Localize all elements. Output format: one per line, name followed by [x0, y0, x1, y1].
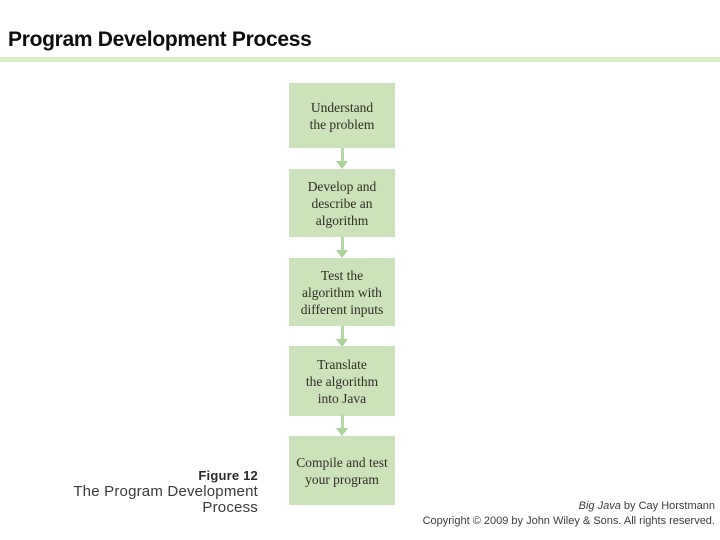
- figure-title: The Program Development Process: [73, 483, 258, 516]
- arrow-down-icon: [336, 415, 349, 436]
- book-title: Big Java: [578, 500, 621, 512]
- arrow-head: [336, 250, 348, 258]
- figure-number-label: Figure 12: [198, 468, 258, 483]
- credit-byline: Big Java by Cay Horstmann: [423, 499, 715, 514]
- title-accent-rule: [0, 57, 720, 62]
- flow-box-compile-test: Compile and test your program: [289, 436, 395, 505]
- arrow-down-icon: [336, 326, 349, 347]
- copyright-line: Copyright © 2009 by John Wiley & Sons. A…: [422, 514, 715, 527]
- page-title: Program Development Process: [8, 28, 312, 51]
- flow-box-translate-java: Translate the algorithm into Java: [289, 346, 395, 416]
- flow-box-test-algorithm: Test the algorithm with different inputs: [289, 258, 395, 326]
- arrow-stem: [341, 326, 344, 340]
- arrow-head: [336, 161, 348, 169]
- arrow-stem: [341, 148, 344, 162]
- arrow-head: [336, 339, 348, 347]
- flow-box-understand-problem: Understand the problem: [289, 83, 395, 148]
- arrow-stem: [341, 415, 344, 429]
- author-byline: by Cay Horstmann: [620, 500, 715, 512]
- figure-caption: Figure 12 The Program Development Proces…: [18, 468, 258, 516]
- arrow-stem: [341, 237, 344, 251]
- flow-box-develop-algorithm: Develop and describe an algorithm: [289, 169, 395, 237]
- arrow-down-icon: [336, 237, 349, 258]
- arrow-head: [336, 428, 348, 436]
- arrow-down-icon: [336, 148, 349, 169]
- book-credits: Big Java by Cay Horstmann Copyright © 20…: [423, 499, 715, 528]
